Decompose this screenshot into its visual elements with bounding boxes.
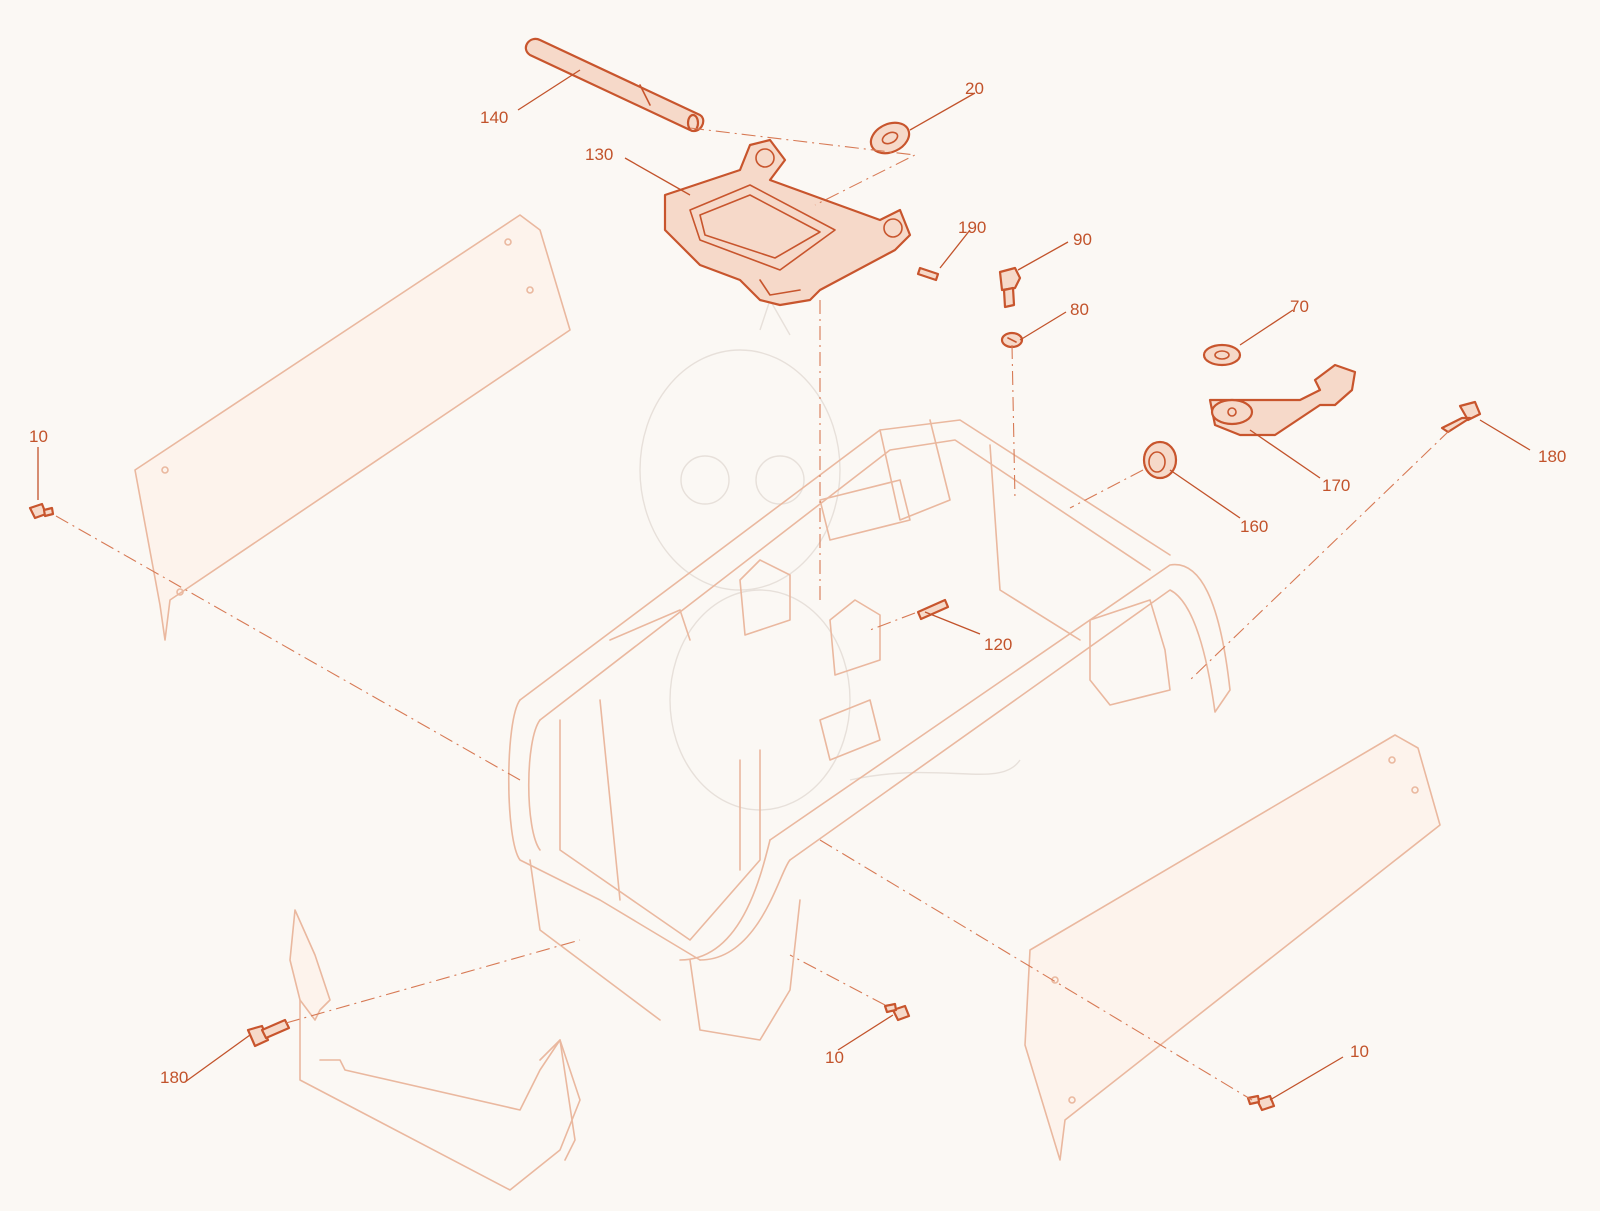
callout-70: 70 <box>1290 297 1309 316</box>
callout-80: 80 <box>1070 300 1089 319</box>
leader-lines <box>37 69 1531 1101</box>
left-upper-panel <box>134 214 571 641</box>
pin-140 <box>524 37 705 133</box>
callout-190: 190 <box>958 218 986 237</box>
callout-120: 120 <box>984 635 1012 654</box>
callout-180-left: 180 <box>160 1068 188 1087</box>
assembly-lines <box>55 127 1451 1101</box>
bolt-180-left <box>246 1018 291 1048</box>
callout-90: 90 <box>1073 230 1092 249</box>
callout-140: 140 <box>480 108 508 127</box>
watermark-mascot <box>639 298 1021 811</box>
washer-20 <box>869 121 911 155</box>
callout-170: 170 <box>1322 476 1350 495</box>
bolt-180-right <box>1440 400 1482 434</box>
pin-120 <box>916 598 950 621</box>
washer-70 <box>1202 343 1242 367</box>
bushing-160 <box>1142 440 1178 480</box>
bolt-10-left <box>28 502 55 520</box>
washer-80 <box>1000 331 1024 349</box>
lower-left-guard <box>289 909 581 1191</box>
callout-labels: 140 20 130 190 90 80 70 10 180 170 160 1… <box>29 79 1566 1087</box>
callout-20: 20 <box>965 79 984 98</box>
bolt-10-right <box>1246 1094 1276 1112</box>
right-lower-panel <box>1024 734 1441 1161</box>
main-frame <box>507 419 1231 1041</box>
pin-190 <box>916 266 940 282</box>
bolt-90 <box>998 266 1022 309</box>
callout-10-center: 10 <box>825 1048 844 1067</box>
callout-10-left: 10 <box>29 427 48 446</box>
handle-130 <box>663 138 912 307</box>
callout-160: 160 <box>1240 517 1268 536</box>
lever-170 <box>1208 363 1357 437</box>
bolt-10-center <box>883 1002 911 1022</box>
callout-10-right: 10 <box>1350 1042 1369 1061</box>
callout-130: 130 <box>585 145 613 164</box>
callout-180-right: 180 <box>1538 447 1566 466</box>
